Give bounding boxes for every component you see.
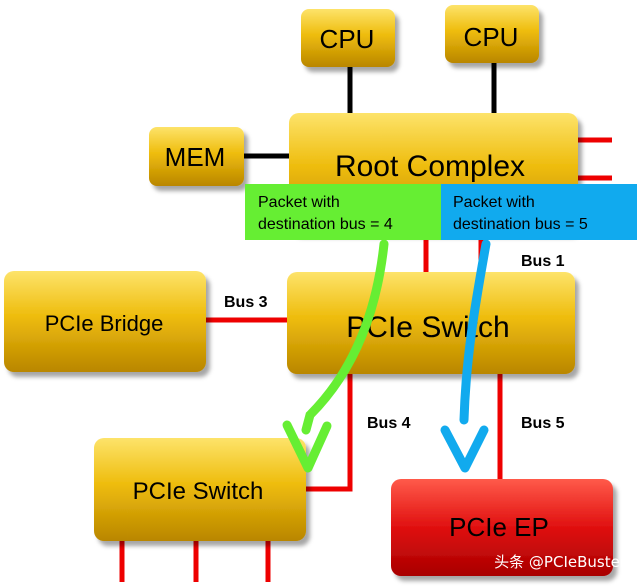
cpu-left-label: CPU <box>320 24 375 54</box>
pcie-switch-lower-label: PCIe Switch <box>133 478 264 505</box>
link-bus4 <box>306 374 353 492</box>
pcie-bridge-label: PCIe Bridge <box>45 311 164 336</box>
cpu-left-node: CPU <box>301 9 395 67</box>
pcie-ep-label: PCIe EP <box>449 512 549 542</box>
mem-label: MEM <box>165 142 226 172</box>
pcie-ep-node: PCIe EP <box>391 479 613 576</box>
packet-green-line1: Packet with <box>258 194 340 211</box>
packet-blue-box: Packet with destination bus = 5 <box>441 184 637 240</box>
bus4-label: Bus 4 <box>367 415 411 432</box>
cpu-right-node: CPU <box>445 5 539 63</box>
pcie-bridge-node: PCIe Bridge <box>4 271 206 372</box>
blue-packet-arrow <box>440 239 491 473</box>
cpu-right-label: CPU <box>464 22 519 52</box>
bus5-label: Bus 5 <box>521 415 565 432</box>
watermark: 头条 @PCIeBuster <box>494 553 627 571</box>
pcie-switch-lower-node: PCIe Switch <box>94 438 306 541</box>
bus3-label: Bus 3 <box>224 294 268 311</box>
green-packet-arrow <box>282 239 389 473</box>
packet-green-box: Packet with destination bus = 4 <box>245 184 441 240</box>
packet-blue-line1: Packet with <box>453 194 535 211</box>
root-complex-label: Root Complex <box>335 150 525 183</box>
bus1-label: Bus 1 <box>521 253 565 270</box>
red-links <box>119 137 612 582</box>
packet-blue-line2: destination bus = 5 <box>453 216 588 233</box>
pcie-switch-upper-node: PCIe Switch <box>287 272 575 374</box>
mem-node: MEM <box>149 127 244 186</box>
packet-green-line2: destination bus = 4 <box>258 216 393 233</box>
